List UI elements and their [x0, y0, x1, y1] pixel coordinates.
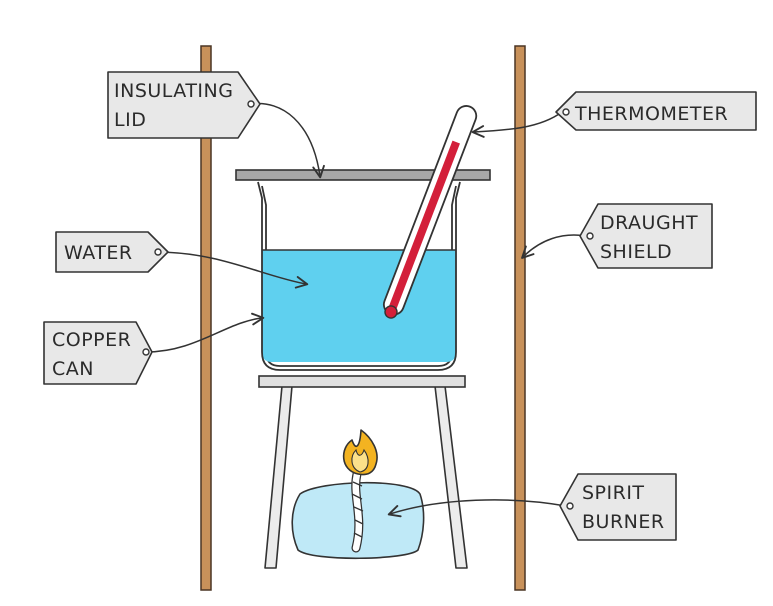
thermometer-leader [471, 111, 563, 138]
label-spirit-burner: SPIRIT BURNER [559, 473, 677, 541]
svg-text:LID: LID [114, 109, 146, 131]
water [262, 250, 456, 362]
tripod-stand [258, 375, 468, 569]
label-insulating-lid: INSULATING LID [107, 71, 261, 139]
water-leader [155, 251, 309, 289]
label-copper-can: COPPER CAN [43, 321, 153, 385]
label-thermometer: THERMOMETER [555, 91, 757, 131]
svg-text:INSULATING: INSULATING [114, 80, 233, 102]
svg-text:DRAUGHT: DRAUGHT [600, 212, 698, 234]
spirit-burner-leader [387, 499, 567, 518]
draught-shield-right-rod [514, 45, 526, 591]
insulating-lid [235, 169, 491, 181]
svg-text:COPPER: COPPER [52, 329, 131, 351]
svg-text:CAN: CAN [52, 358, 94, 380]
copper-can-leader [145, 312, 265, 353]
label-draught-shield: DRAUGHT SHIELD [579, 203, 713, 269]
svg-text:WATER: WATER [64, 242, 133, 264]
label-water: WATER [55, 231, 169, 273]
svg-text:SHIELD: SHIELD [600, 241, 672, 263]
svg-text:BURNER: BURNER [582, 511, 665, 533]
svg-text:THERMOMETER: THERMOMETER [574, 103, 728, 125]
spirit-burner [291, 429, 425, 560]
svg-text:SPIRIT: SPIRIT [582, 482, 645, 504]
draught-shield-left-rod [200, 45, 212, 591]
insulating-lid-leader [250, 102, 325, 179]
thermometer [382, 105, 478, 319]
draught-shield-leader [521, 234, 587, 259]
